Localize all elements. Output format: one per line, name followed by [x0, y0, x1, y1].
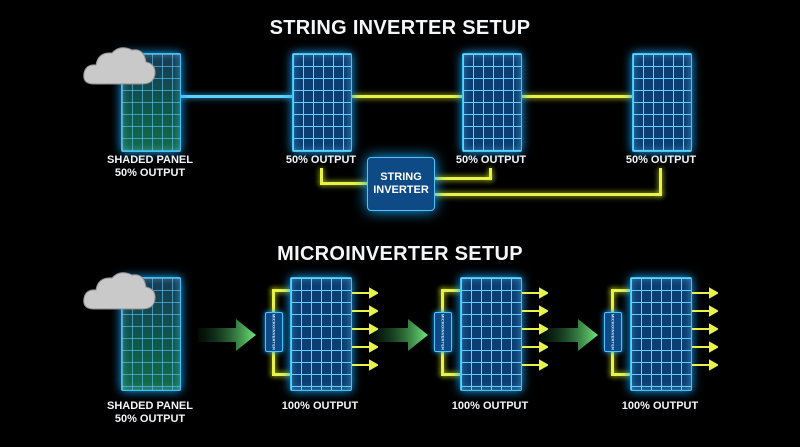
string-output-3: 50% OUTPUT: [625, 154, 697, 166]
drop-wire-left: [320, 168, 323, 184]
micro-wire-3-bottom: [611, 373, 631, 376]
flow-arrow-1: [198, 319, 256, 351]
microinverter-2: MICROINVERTER: [434, 312, 452, 352]
micro-wire-1-top: [272, 289, 292, 292]
string-inverter-box: STRING INVERTER: [367, 157, 435, 211]
micro-output-3: 100% OUTPUT: [621, 400, 699, 412]
output-arrows-3: [692, 287, 718, 371]
run-wire-right: [433, 193, 662, 196]
flow-arrow-2: [370, 319, 428, 351]
shaded-label-string: SHADED PANEL 50% OUTPUT: [107, 154, 193, 179]
run-wire-mid: [433, 177, 492, 180]
cloud-icon: [83, 47, 156, 85]
shaded-label-micro: SHADED PANEL 50% OUTPUT: [107, 400, 193, 425]
micro-panel-2: [460, 277, 522, 391]
run-wire-left: [320, 182, 368, 185]
output-arrows-1: [352, 287, 378, 371]
micro-panel-3: [630, 277, 692, 391]
cloud-icon-2: [83, 272, 156, 310]
bus-wire-3: [520, 95, 632, 98]
micro-output-1: 100% OUTPUT: [281, 400, 359, 412]
flow-arrow-3: [540, 319, 598, 351]
output-arrows-2: [522, 287, 548, 371]
bus-wire-2: [352, 95, 462, 98]
drop-wire-mid: [489, 168, 492, 180]
string-output-1: 50% OUTPUT: [285, 154, 357, 166]
microinverter-1: MICROINVERTER: [265, 312, 283, 352]
microinverter-3: MICROINVERTER: [604, 312, 622, 352]
micro-wire-2-top: [441, 289, 461, 292]
string-setup-title: STRING INVERTER SETUP: [269, 17, 531, 39]
shaded-panel-string: [121, 53, 181, 152]
string-output-2: 50% OUTPUT: [455, 154, 527, 166]
micro-wire-3-top: [611, 289, 631, 292]
string-panel-1: [292, 53, 352, 152]
string-panel-2: [462, 53, 522, 152]
micro-panel-1: [290, 277, 352, 391]
micro-wire-2-bottom: [441, 373, 461, 376]
string-panel-3: [632, 53, 692, 152]
drop-wire-right: [659, 168, 662, 196]
micro-wire-1-bottom: [272, 373, 292, 376]
micro-output-2: 100% OUTPUT: [451, 400, 529, 412]
bus-wire-1: [180, 95, 292, 98]
micro-setup-title: MICROINVERTER SETUP: [277, 243, 523, 265]
